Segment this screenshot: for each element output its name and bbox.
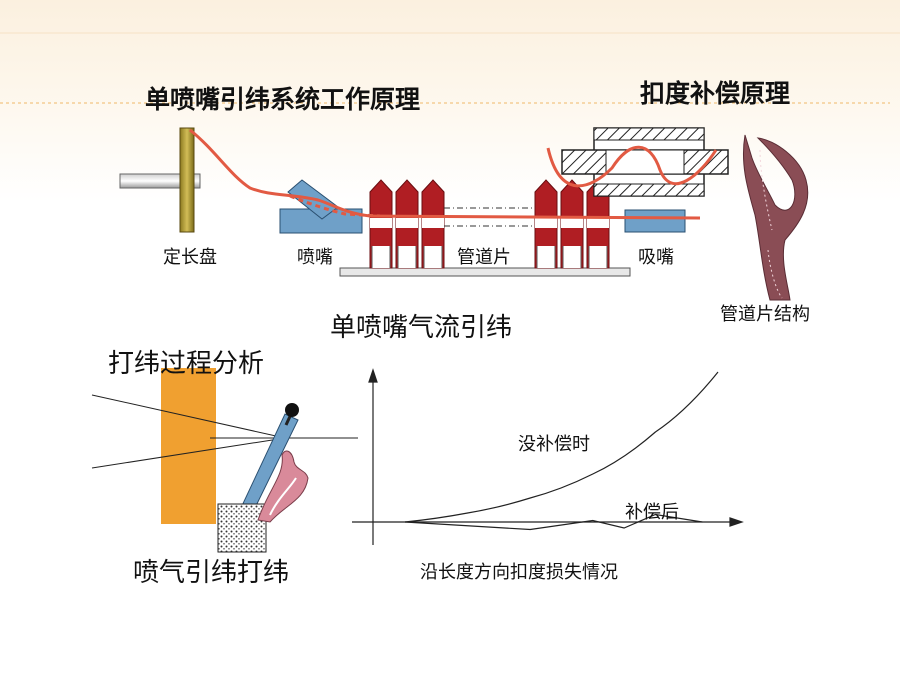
label-suction: 吸嘴 bbox=[638, 247, 674, 268]
base-rail bbox=[339, 267, 631, 277]
title-left: 单喷嘴引纬系统工作原理 bbox=[145, 85, 421, 114]
length-disc-graphic bbox=[119, 127, 201, 233]
beatup-graphic bbox=[91, 368, 358, 553]
weft-yarn bbox=[189, 128, 701, 220]
label-nozzle: 喷嘴 bbox=[297, 247, 333, 268]
reed-blocks bbox=[369, 179, 610, 269]
beatup-title: 打纬过程分析 bbox=[108, 349, 265, 379]
cloth-fell-block bbox=[161, 368, 216, 524]
suction-nozzle-graphic bbox=[624, 209, 686, 233]
chart-series bbox=[404, 371, 719, 531]
main-nozzle-graphic bbox=[279, 179, 363, 234]
chart-axes bbox=[352, 368, 744, 545]
label-length-disc: 定长盘 bbox=[163, 247, 217, 268]
chart-series-line-1 bbox=[404, 371, 719, 523]
label-profile-reed: 管道片 bbox=[457, 247, 511, 268]
air-channel-lines bbox=[444, 207, 535, 227]
header-decoration bbox=[0, 32, 900, 104]
beatup-caption: 喷气引纬打纬 bbox=[133, 558, 290, 588]
chart-xlabel: 沿长度方向扣度损失情况 bbox=[420, 562, 618, 583]
weft-yarn-dashed bbox=[289, 194, 381, 218]
reed-profile-structure bbox=[742, 134, 809, 301]
chart-series-line-2 bbox=[404, 513, 703, 531]
title-right: 扣度补偿原理 bbox=[640, 79, 791, 108]
label-reed-structure: 管道片结构 bbox=[720, 304, 810, 325]
compensation-roller-graphic bbox=[546, 127, 729, 197]
series-label-uncompensated: 没补偿时 bbox=[518, 434, 590, 455]
series-label-compensated: 补偿后 bbox=[625, 502, 679, 523]
caption-system: 单喷嘴气流引纬 bbox=[330, 313, 513, 343]
